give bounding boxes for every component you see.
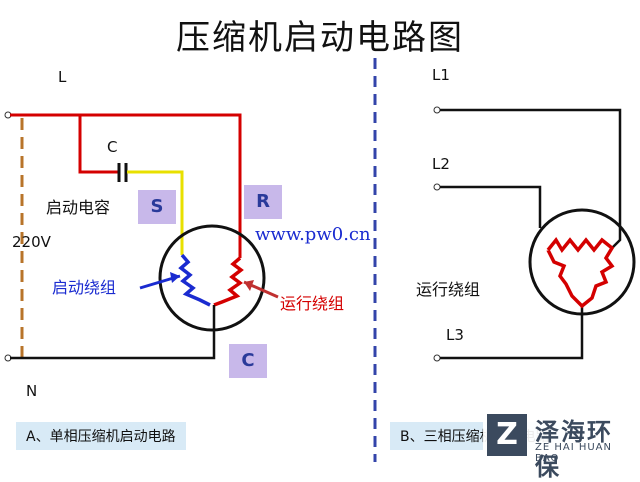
label-start-winding: 启动绕组 [52, 278, 117, 297]
terminal-box-C: C [229, 344, 267, 378]
terminal-L2 [433, 183, 441, 191]
phase-wire-L1 [440, 108, 622, 249]
label-L1: L1 [432, 66, 450, 84]
start-wire [127, 170, 184, 255]
start-arrow-head [170, 272, 180, 283]
diagram-canvas [4, 58, 636, 462]
compressor-motor [158, 224, 266, 332]
line-wire [10, 113, 242, 258]
label-run-winding: 运行绕组 [280, 294, 345, 313]
terminal-L1 [433, 106, 441, 114]
three-phase-winding [546, 236, 615, 309]
terminal-box-R: R [244, 185, 282, 219]
label-start-capacitor: 启动电容 [46, 198, 111, 217]
three-phase-motor [528, 208, 636, 316]
logo-mark-icon: Z [487, 414, 527, 456]
label-voltage: 220V [12, 233, 51, 251]
label-L2: L2 [432, 155, 450, 173]
run-arrow-head [244, 280, 254, 291]
label-L3: L3 [446, 326, 464, 344]
diagram-title: 压缩机启动电路图 [176, 18, 464, 58]
phase-wire-L3 [440, 306, 584, 360]
label-L: L [58, 68, 67, 86]
neutral-wire [10, 305, 216, 360]
logo-subtext: ZE HAI HUAN BAO [535, 442, 612, 464]
label-capacitor-C: C [107, 138, 118, 156]
start-winding-coil [178, 253, 211, 307]
terminal-L3 [433, 354, 441, 362]
run-winding-coil [213, 256, 244, 307]
terminal-box-S: S [138, 190, 176, 224]
phase-wire-L2 [440, 185, 542, 228]
label-N: N [26, 382, 38, 400]
watermark-url: www.pw0.cn [255, 224, 371, 245]
brand-logo: Z 泽海环保 ZE HAI HUAN BAO [483, 410, 635, 481]
label-right-run-winding: 运行绕组 [416, 280, 481, 299]
capacitor-branch [78, 115, 118, 174]
caption-single-phase: A、单相压缩机启动电路 [16, 422, 186, 450]
circuit-diagram: 压缩机启动电路图 L C 启动电容 220V N S R C 启动绕组 运行绕组… [4, 18, 636, 481]
